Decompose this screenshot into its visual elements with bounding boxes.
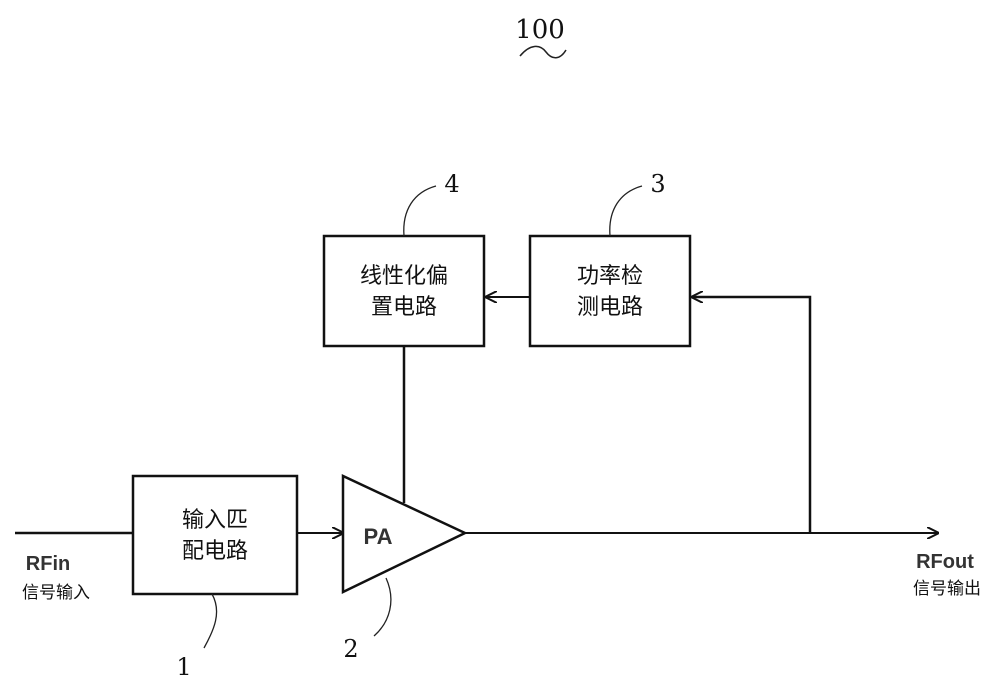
power-detect-label-line1: 功率检 [577,264,643,289]
power-detect-label-line2: 测电路 [577,295,643,320]
power-detect-block [528,234,692,348]
linear-bias-block [322,234,486,348]
ref-4: 4 [444,170,459,198]
figure-number-tilde [519,45,567,59]
linear-bias-label-line1: 线性化偏 [360,264,448,289]
pa-label: PA [364,524,393,549]
ref-3: 3 [650,170,665,198]
ref-2: 2 [343,635,358,663]
leader-3 [609,185,643,237]
linear-bias-label-line2: 置电路 [371,295,437,320]
rfin-desc: 信号输入 [22,583,90,603]
leader-1 [203,593,218,649]
feedback-line [692,297,812,533]
rfin-label: RFin [26,553,70,575]
input-matching-label-line2: 配电路 [182,539,248,564]
figure-number: 100 [515,15,565,45]
pa-amplifier [341,474,468,594]
input-matching-block [131,474,299,596]
leader-4 [403,185,437,237]
rfout-label: RFout [916,551,974,573]
ref-1: 1 [176,653,191,681]
input-matching-label-line1: 输入匹 [182,508,248,533]
leader-2 [373,577,392,637]
rfout-desc: 信号输出 [913,579,981,599]
